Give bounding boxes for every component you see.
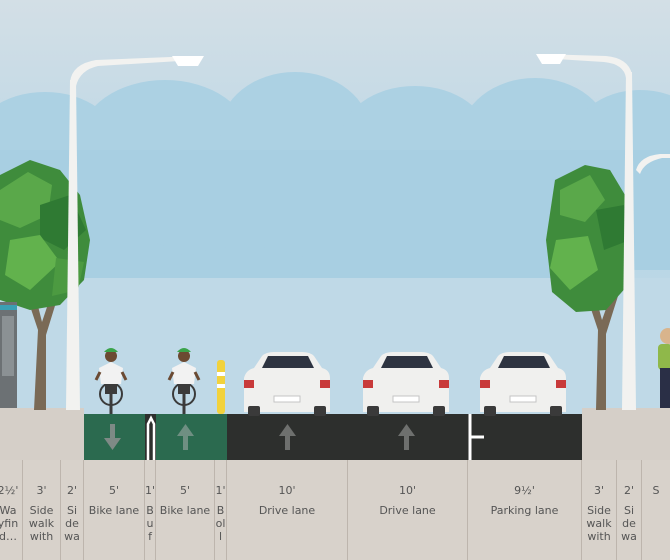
arrow-up-icon <box>177 424 194 450</box>
cyclist-icon <box>94 348 128 414</box>
pedestrian-icon <box>658 328 670 408</box>
segment-wayfinding[interactable]: 2½' Wa yfin d… <box>0 460 23 560</box>
streetlight-icon <box>66 56 204 410</box>
tree-icon <box>0 160 90 410</box>
segment-name: Si de wa <box>621 504 637 543</box>
arrow-up-icon <box>398 424 415 450</box>
sidewalk-left <box>0 408 84 460</box>
buffer-marking <box>146 415 156 460</box>
segment-label-strip <box>0 460 670 560</box>
segment-width: 10' <box>398 484 417 497</box>
segment-width: 5' <box>179 484 191 497</box>
segment-width: 2½' <box>0 484 19 497</box>
segment-name: B u f <box>146 504 154 543</box>
arrow-down-icon <box>104 424 121 450</box>
segment-width: 5' <box>108 484 120 497</box>
car-icon <box>480 352 566 416</box>
segment-width: 3' <box>593 484 605 497</box>
segment-name: Side walk with <box>586 504 612 543</box>
street-illustration <box>0 54 670 460</box>
segment-name: Side walk with <box>28 504 55 543</box>
streetlight-icon <box>536 54 670 410</box>
kiosk-header <box>0 305 17 310</box>
segment-name: S <box>652 484 660 497</box>
segment-width: 3' <box>36 484 47 497</box>
kiosk-map <box>2 316 14 376</box>
car-icon <box>244 352 330 416</box>
segment-bollard[interactable]: 1' B ol l <box>215 460 227 560</box>
buffer-segment[interactable] <box>145 414 156 460</box>
segment-width: 10' <box>278 484 296 497</box>
sidewalk-right <box>582 408 670 460</box>
segment-buffer[interactable]: 1' B u f <box>145 460 156 560</box>
segment-width: 2' <box>623 484 635 497</box>
segment-drive-lane-1[interactable]: 10' Drive lane <box>227 460 348 560</box>
segment-name: Wa yfin d… <box>0 504 19 543</box>
segment-name: Bike lane <box>88 504 140 517</box>
segment-sidewalk-right[interactable]: 2' Si de wa <box>617 460 642 560</box>
segment-parking-lane[interactable]: 9½' Parking lane <box>468 460 582 560</box>
bollard-segment[interactable] <box>215 414 227 460</box>
segment-sidewalk-with[interactable]: 3' Side walk with <box>23 460 61 560</box>
segment-name: Drive lane <box>258 504 316 517</box>
segment-width: 1' <box>215 484 226 497</box>
segment-name: Parking lane <box>490 504 559 517</box>
segment-sidewalk-with-right[interactable]: 3' Side walk with <box>582 460 617 560</box>
arrow-up-icon <box>279 424 296 450</box>
bollard-icon <box>217 360 225 414</box>
segment-sidewalk[interactable]: 2' Si de wa <box>61 460 84 560</box>
segment-name: B ol l <box>215 504 226 543</box>
segment-bike-lane-1[interactable]: 5' Bike lane <box>84 460 145 560</box>
segment-name: Drive lane <box>379 504 436 517</box>
car-icon <box>363 352 449 416</box>
segment-width: 9½' <box>514 484 535 497</box>
segment-width: 2' <box>66 484 78 497</box>
segment-bike-lane-2[interactable]: 5' Bike lane <box>156 460 215 560</box>
segment-name: Bike lane <box>159 504 211 517</box>
segment-width: 1' <box>145 484 156 497</box>
segment-name: Si de wa <box>64 504 80 543</box>
tree-icon <box>546 165 632 410</box>
segment-partial-right[interactable]: S <box>642 460 670 560</box>
cyclist-icon <box>167 348 201 414</box>
segment-drive-lane-2[interactable]: 10' Drive lane <box>348 460 468 560</box>
